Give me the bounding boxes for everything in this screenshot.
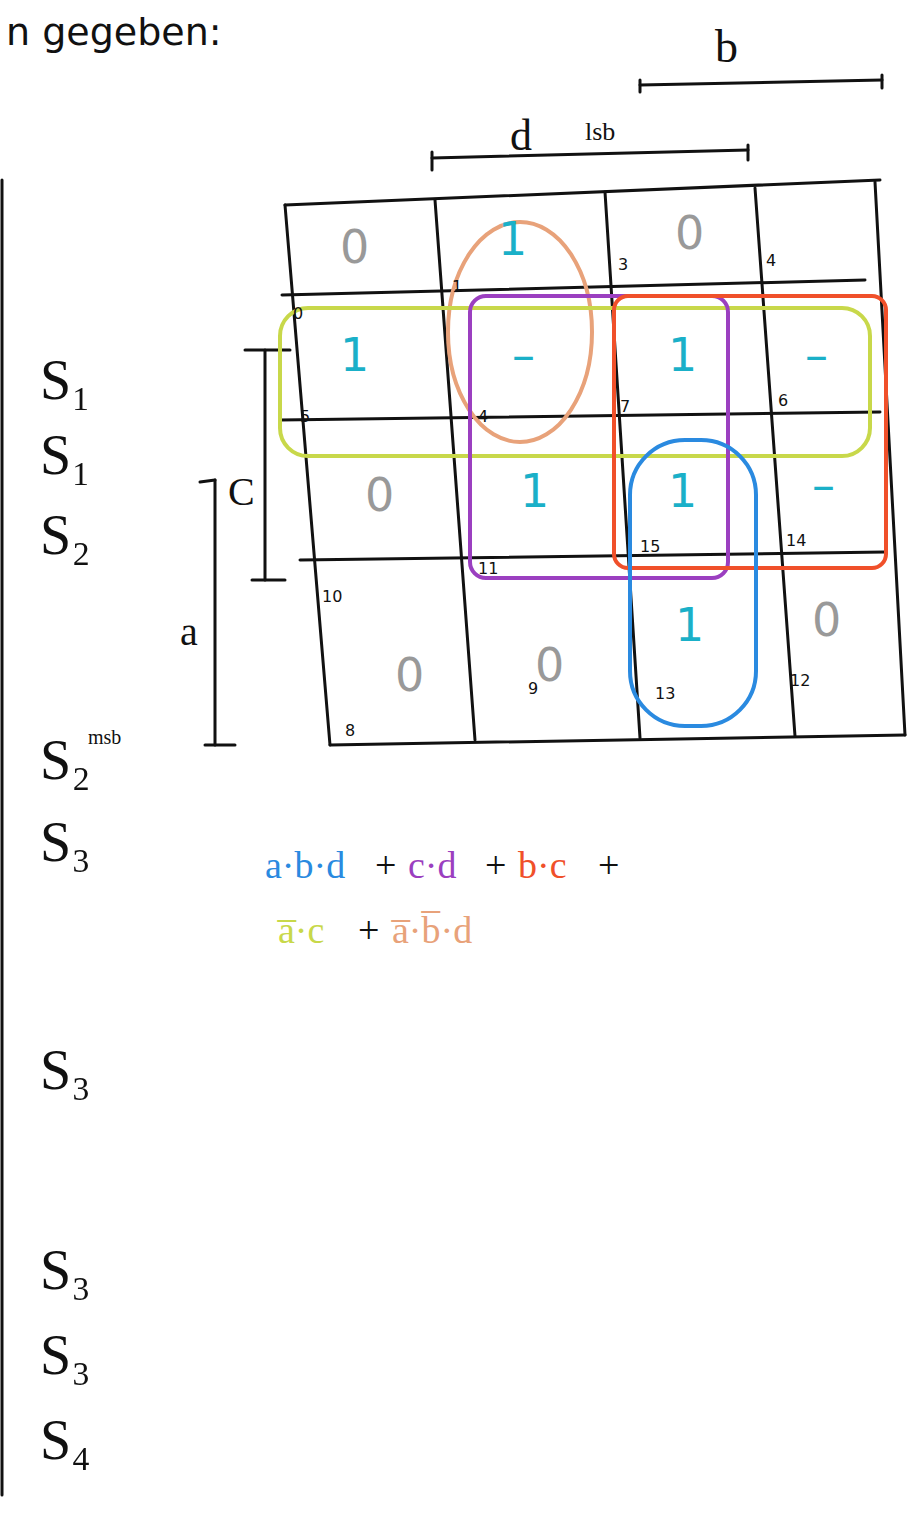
cell-value: 1	[675, 600, 704, 651]
cell-index: 8	[345, 722, 355, 740]
state-label: S₁	[40, 425, 91, 487]
grid-lines	[2, 75, 905, 1495]
cell-index: 4	[766, 252, 776, 270]
cell-index: 9	[528, 680, 538, 698]
cell-value: –	[812, 460, 835, 511]
cell-index: 3	[618, 256, 628, 274]
cell-value: 1	[498, 214, 527, 265]
cell-index: 4	[478, 408, 488, 426]
state-label: S₂	[40, 505, 91, 567]
loop	[470, 296, 728, 578]
cell-index: 13	[655, 685, 675, 703]
term-tan: a̅·b̅·d	[392, 910, 472, 952]
cell-value: 1	[668, 330, 697, 381]
variable-label: b	[715, 22, 738, 73]
msb-note: msb	[88, 726, 121, 748]
term-purple: c·d	[408, 845, 457, 887]
grouping-loops	[280, 222, 886, 726]
loop	[630, 440, 756, 726]
cell-value: 0	[365, 470, 394, 521]
term-orange: b·c	[518, 845, 567, 887]
plus-sign: +	[598, 845, 619, 887]
lsb-note: lsb	[585, 118, 615, 147]
cell-index: 12	[790, 672, 810, 690]
cell-value: 0	[812, 595, 841, 646]
state-label: S₂	[40, 730, 91, 792]
cell-index: 14	[786, 532, 806, 550]
variable-label: a	[180, 610, 198, 654]
cell-index: 10	[322, 588, 342, 606]
term-green: a̅·c	[278, 910, 324, 952]
plus-sign: +	[375, 845, 396, 887]
cell-value: 0	[340, 222, 369, 273]
state-label: S₃	[40, 1040, 91, 1102]
cell-value: 0	[395, 650, 424, 701]
variable-label: C	[228, 470, 255, 514]
cell-value: 0	[535, 640, 564, 691]
state-label: S₁	[40, 350, 91, 412]
cell-value: 0	[675, 208, 704, 259]
cell-index: 11	[478, 560, 498, 578]
term-blue: a·b·d	[265, 845, 345, 887]
variable-label: d	[510, 112, 532, 160]
cell-value: 1	[340, 330, 369, 381]
cell-value: –	[512, 330, 535, 381]
state-label: S₃	[40, 1325, 91, 1387]
page-heading: n gegeben:	[6, 12, 222, 54]
state-label: S₃	[40, 1240, 91, 1302]
loop	[280, 308, 870, 456]
cell-index: 6	[778, 392, 788, 410]
cell-index: 1	[452, 278, 462, 296]
cell-index: 5	[300, 408, 310, 426]
cell-index: 7	[620, 398, 630, 416]
plus-sign: +	[358, 910, 379, 952]
cell-index: 0	[293, 305, 303, 323]
plus-sign: +	[485, 845, 506, 887]
cell-value: 1	[668, 466, 697, 517]
cell-value: –	[805, 330, 828, 381]
state-label: S₄	[40, 1410, 91, 1472]
loop	[614, 296, 886, 568]
cell-index: 15	[640, 538, 660, 556]
cell-value: 1	[520, 466, 549, 517]
state-label: S₃	[40, 812, 91, 874]
